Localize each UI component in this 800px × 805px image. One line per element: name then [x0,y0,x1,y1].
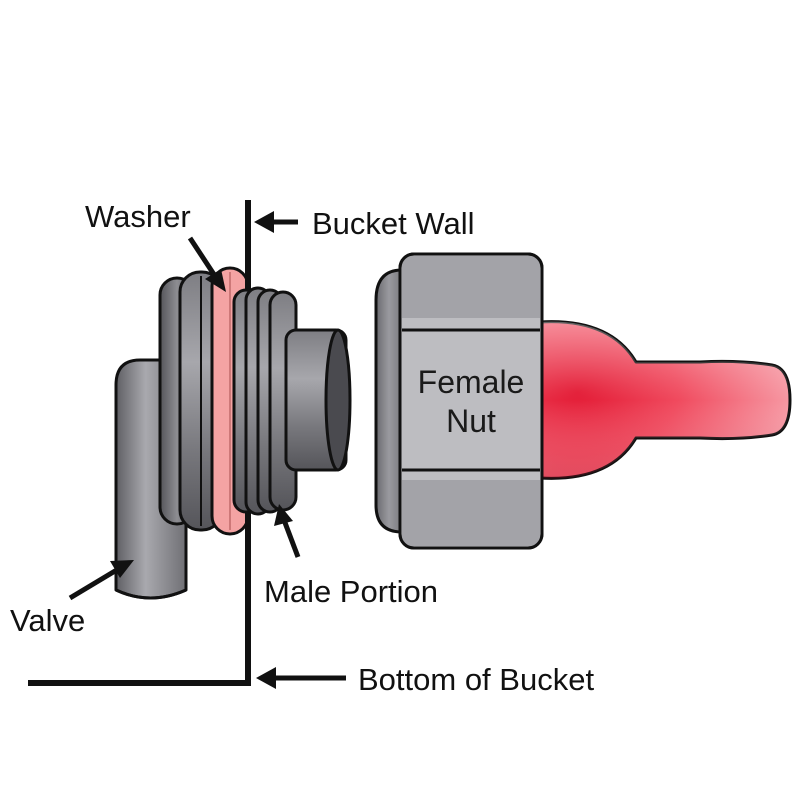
valve-flange [158,270,224,532]
arrow-valve [68,560,134,601]
arrow-bucket-wall [254,211,298,233]
valve-label: Valve [10,603,85,638]
male-portion-label: Male Portion [264,574,438,609]
female-nut-label-line2: Nut [446,403,496,439]
valve-spout [284,328,352,472]
bottom-of-bucket-label: Bottom of Bucket [358,662,594,697]
arrow-washer [187,236,226,292]
red-cap [538,320,792,480]
arrow-bottom-of-bucket [256,667,346,689]
arrow-male-portion [274,504,301,558]
female-nut-label-line1: Female [418,364,525,400]
washer-label: Washer [85,199,191,234]
bucket-wall-label: Bucket Wall [312,206,475,241]
female-nut: Female Nut [374,252,792,550]
